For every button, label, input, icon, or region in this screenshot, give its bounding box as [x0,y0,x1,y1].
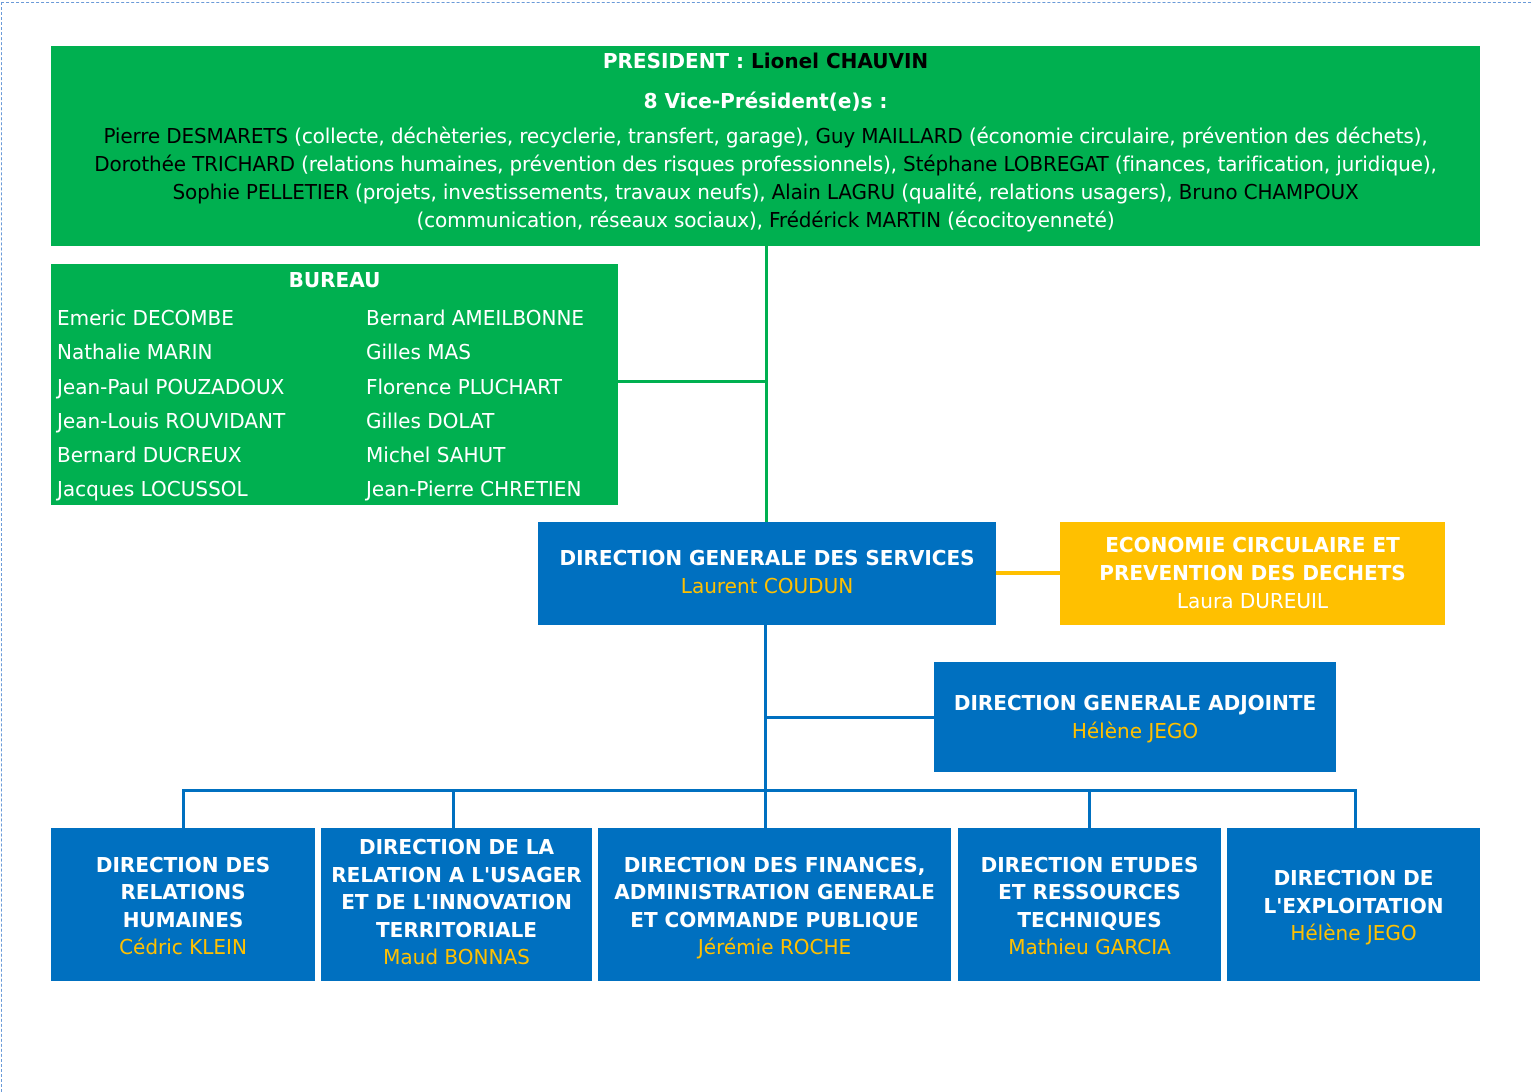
bureau-member: Michel SAHUT [366,443,506,468]
dgs-box: DIRECTION GENERALE DES SERVICES Laurent … [538,522,996,625]
bureau-member: Bernard AMEILBONNE [366,306,585,330]
direction-head: Jérémie ROCHE [697,935,852,959]
direction-title-line: DIRECTION DE [1273,866,1434,891]
dgs-title: DIRECTION GENERALE DES SERVICES [559,546,975,570]
direction-title-line: RELATIONS [120,880,246,904]
direction-box-usager: DIRECTION DE LA RELATION A L'USAGER ET D… [321,828,592,981]
bureau-title: BUREAU [288,268,381,292]
direction-head: Hélène JEGO [1290,921,1417,946]
vp-scope: (communication, réseaux sociaux), [416,208,770,232]
connector-bureau [618,380,767,383]
bureau-right-column: Bernard AMEILBONNE Gilles MAS Florence P… [366,301,584,507]
connector-dgs-down [764,625,767,828]
vp-scope: (qualité, relations usagers), [895,180,1179,204]
dga-box: DIRECTION GENERALE ADJOINTE Hélène JEGO [934,662,1336,772]
direction-head: Mathieu GARCIA [1008,935,1171,959]
bureau-member: Jean-Pierre CHRETIEN [366,477,582,502]
vp-name: Guy MAILLARD [815,124,963,148]
connector-horizontal-bus [182,789,1357,792]
direction-title-line: ET RESSOURCES [998,880,1181,904]
direction-title-line: ET COMMANDE PUBLIQUE [630,907,919,932]
connector-dgs-economie [996,571,1060,575]
economie-circulaire-box: ECONOMIE CIRCULAIRE ET PREVENTION DES DE… [1060,522,1445,625]
vp-scope: (écocitoyenneté) [940,208,1115,232]
connector-sub-1 [452,789,455,828]
economie-title-line: ECONOMIE CIRCULAIRE ET [1105,533,1400,557]
economie-name: Laura DUREUIL [1176,589,1329,613]
connector-sub-0 [182,789,185,828]
vp-scope: (finances, tarification, juridique), [1108,152,1437,176]
bureau-left-column: Emeric DECOMBE Nathalie MARIN Jean-Paul … [57,301,285,507]
bureau-member: Gilles MAS [366,340,471,365]
direction-head: Cédric KLEIN [119,935,247,959]
vp-name: Alain LAGRU [771,180,896,204]
bureau-member: Florence PLUCHART [366,374,562,399]
connector-sub-4 [1354,789,1357,828]
direction-box-exploitation: DIRECTION DE L'EXPLOITATION Hélène JEGO [1227,828,1480,981]
vice-president-list: Pierre DESMARETS (collecte, déchèteries,… [55,122,1476,234]
bureau-member: Emeric DECOMBE [57,306,234,330]
direction-head: Maud BONNAS [383,945,530,969]
direction-title-line: DIRECTION DE LA [358,835,555,859]
vp-name: Frédérick MARTIN [769,208,941,232]
connector-sub-3 [1088,789,1091,828]
president-name: Lionel CHAUVIN [751,49,929,73]
direction-title-line: DIRECTION ETUDES [980,852,1199,877]
vp-scope: (relations humaines, prévention des risq… [294,152,904,176]
vp-heading: 8 Vice-Président(e)s : [643,89,888,113]
bureau-member: Jean-Paul POUZADOUX [57,374,285,399]
vp-name: Stéphane LOBREGAT [903,152,1109,176]
connector-president-dgs [765,246,768,522]
dga-title: DIRECTION GENERALE ADJOINTE [953,691,1317,715]
direction-title-line: TECHNIQUES [1017,907,1162,932]
dga-name: Hélène JEGO [1071,719,1199,743]
vp-scope: (économie circulaire, prévention des déc… [962,124,1428,148]
direction-title-line: RELATION A L'USAGER [331,862,582,887]
president-box: PRESIDENT : Lionel CHAUVIN 8 Vice-Présid… [51,46,1480,246]
connector-dga [764,716,934,719]
direction-title-line: ADMINISTRATION GENERALE [614,880,935,904]
direction-title-line: DIRECTION DES FINANCES, [623,852,926,877]
bureau-member: Bernard DUCREUX [57,443,242,468]
direction-box-rh: DIRECTION DES RELATIONS HUMAINES Cédric … [51,828,315,981]
vp-scope: (projets, investissements, travaux neufs… [348,180,772,204]
dgs-name: Laurent COUDUN [680,574,854,598]
bureau-member: Nathalie MARIN [57,340,213,365]
direction-title-line: HUMAINES [122,907,244,932]
bureau-member: Jacques LOCUSSOL [57,477,248,502]
vp-name: Pierre DESMARETS [103,124,288,148]
direction-box-finances: DIRECTION DES FINANCES, ADMINISTRATION G… [598,828,951,981]
vp-name: Sophie PELLETIER [172,180,349,204]
bureau-box: BUREAU Emeric DECOMBE Nathalie MARIN Jea… [51,264,618,505]
vp-name: Bruno CHAMPOUX [1178,180,1359,204]
president-line: PRESIDENT : Lionel CHAUVIN [51,47,1480,75]
vp-scope: (collecte, déchèteries, recyclerie, tran… [287,124,816,148]
direction-title-line: DIRECTION DES [95,852,271,877]
direction-title-line: TERRITORIALE [376,917,537,942]
bureau-member: Jean-Louis ROUVIDANT [57,408,286,433]
president-label: PRESIDENT : [602,49,751,73]
economie-title-line: PREVENTION DES DECHETS [1099,561,1406,585]
direction-title-line: L'EXPLOITATION [1263,893,1444,918]
vp-name: Dorothée TRICHARD [94,152,295,176]
direction-title-line: ET DE L'INNOVATION [341,890,572,914]
bureau-member: Gilles DOLAT [366,408,495,433]
direction-box-etudes: DIRECTION ETUDES ET RESSOURCES TECHNIQUE… [958,828,1221,981]
